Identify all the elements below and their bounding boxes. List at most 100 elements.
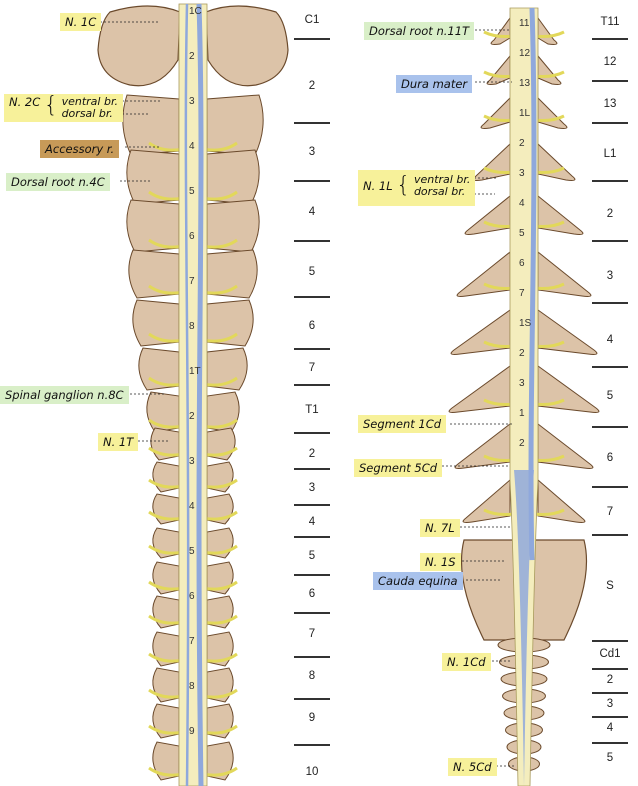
- segment-label: 5: [308, 266, 316, 278]
- vertebra-left-half: [132, 299, 180, 347]
- segment-label: 5: [606, 390, 614, 402]
- segment-divider: [294, 656, 330, 658]
- vertebra-right-half: [206, 703, 234, 739]
- label-segment-1cd: Segment 1Cd: [358, 415, 447, 433]
- label-n2c-dorsal: dorsal br.: [61, 107, 113, 120]
- label-spinal-ganglion: Spinal ganglion n.8C: [0, 386, 129, 404]
- cauda-equina-fibres: [514, 470, 534, 786]
- cord-segment-number: 3: [519, 378, 525, 389]
- segment-divider: [592, 640, 628, 642]
- segment-divider: [592, 180, 628, 182]
- cord-segment-number: 1: [519, 408, 525, 419]
- segment-divider: [294, 180, 330, 182]
- label-n1l-name: N. 1L: [363, 179, 393, 193]
- segment-label: 3: [606, 698, 614, 710]
- vertebra-right-half: [206, 249, 258, 299]
- vertebra-right-process: [537, 309, 598, 355]
- segment-label: S: [606, 580, 614, 592]
- vertebra-right-process: [537, 422, 594, 469]
- cord-segment-number: 9: [189, 726, 195, 737]
- cord-segment-number: 6: [189, 591, 195, 602]
- vertebra-right-half: [206, 631, 234, 667]
- brace-n2c: {: [43, 93, 58, 118]
- cord-segment-number: 7: [519, 288, 525, 299]
- label-n1l-ventral: ventral br.: [413, 173, 471, 186]
- segment-label: 5: [606, 752, 614, 764]
- atlas-left-wing: [97, 5, 181, 87]
- segment-label: 2: [606, 208, 614, 220]
- label-n7l: N. 7L: [420, 519, 460, 537]
- vertebra-left-process: [490, 16, 511, 45]
- spinal-nerve: [483, 508, 515, 516]
- segment-divider: [294, 348, 330, 350]
- vertebra-right-process: [537, 365, 600, 413]
- spinal-nerve: [533, 508, 565, 516]
- segment-divider: [592, 240, 628, 242]
- cord-segment-number: 7: [189, 276, 195, 287]
- vertebra-left-process: [454, 422, 511, 469]
- segment-divider: [592, 38, 628, 40]
- segment-label: 7: [606, 506, 614, 518]
- segment-divider: [592, 80, 628, 82]
- label-n5cd: N. 5Cd: [448, 758, 497, 776]
- label-cauda-equina: Cauda equina: [373, 572, 463, 590]
- label-n1l-dorsal: dorsal br.: [413, 185, 466, 198]
- label-segment-5cd: Segment 5Cd: [354, 459, 443, 477]
- vein-blue: [184, 3, 190, 786]
- segment-divider: [294, 296, 330, 298]
- cord-segment-number: 1S: [519, 318, 532, 329]
- segment-divider: [294, 504, 330, 506]
- vertebra-left-process: [486, 54, 511, 85]
- cord-segment-number: 12: [519, 48, 531, 59]
- cord-segment-number: 2: [519, 138, 525, 149]
- segment-label: 5: [308, 550, 316, 562]
- segment-divider: [294, 468, 330, 470]
- label-dorsal-root-4c: Dorsal root n.4C: [6, 173, 110, 191]
- vertebra-right-half: [206, 667, 234, 703]
- cord-segment-number: 4: [519, 198, 525, 209]
- segment-label: 4: [606, 722, 614, 734]
- segment-divider: [294, 38, 330, 40]
- label-n1l: N. 1L { ventral br. dorsal br.: [358, 170, 476, 206]
- segment-label: 2: [308, 80, 316, 92]
- segment-divider: [592, 668, 628, 670]
- vertebra-left-half: [122, 94, 180, 156]
- cord-segment-number: 1C: [189, 6, 202, 17]
- cord-segment-number: 4: [189, 501, 195, 512]
- segment-label: 2: [308, 448, 316, 460]
- cord-segment-number: 5: [189, 546, 195, 557]
- segment-label: C1: [304, 14, 320, 26]
- cord-segment-number: 2: [519, 348, 525, 359]
- segment-divider: [592, 122, 628, 124]
- label-n2c-name: N. 2C: [9, 95, 41, 109]
- segment-divider: [294, 698, 330, 700]
- cord-segment-number: 3: [519, 168, 525, 179]
- vertebra-left-process: [456, 250, 511, 297]
- vertebra-left-process: [480, 96, 511, 129]
- segment-label: 4: [606, 334, 614, 346]
- vertebra-right-process: [537, 250, 592, 297]
- vertebra-left-half: [126, 199, 180, 253]
- label-accessory: Accessory r.: [40, 140, 120, 158]
- vertebra-left-half: [126, 149, 180, 205]
- segment-divider: [592, 486, 628, 488]
- brace-n1l: {: [396, 173, 411, 198]
- spinal-cord: [509, 7, 539, 786]
- segment-label: 6: [308, 320, 316, 332]
- segment-divider: [592, 534, 628, 536]
- segment-label: 7: [308, 628, 316, 640]
- segment-divider: [294, 744, 330, 746]
- cord-segment-number: 6: [189, 231, 195, 242]
- vertebra-right-half: [206, 741, 234, 781]
- segment-label: 4: [308, 516, 316, 528]
- segment-label: 9: [308, 712, 316, 724]
- segment-label: 3: [606, 270, 614, 282]
- vein-blue: [196, 3, 204, 786]
- label-n1s: N. 1S: [420, 553, 461, 571]
- vertebra-right-half: [206, 199, 260, 253]
- cord-segment-number: 5: [189, 186, 195, 197]
- cord-segment-number: 3: [189, 96, 195, 107]
- vertebra-right-process: [537, 478, 586, 523]
- vertebra-left-half: [152, 667, 180, 703]
